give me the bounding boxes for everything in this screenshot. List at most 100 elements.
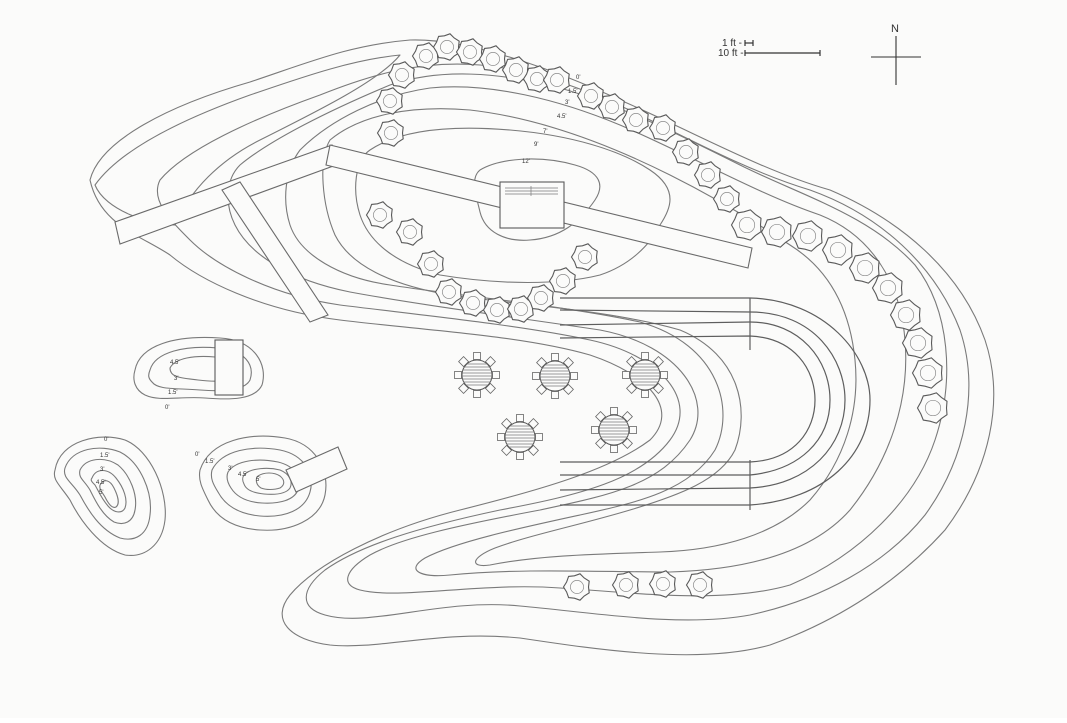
table-top xyxy=(598,414,630,446)
boardwalk-paths xyxy=(114,144,753,323)
round-table-4 xyxy=(497,414,543,460)
tree-40 xyxy=(648,570,676,598)
picnic-tables xyxy=(454,352,668,460)
label-sc-1-5ft: 1.5' xyxy=(205,459,215,465)
tree-26 xyxy=(375,87,403,115)
round-table-3 xyxy=(622,352,668,398)
tree-22-canopy xyxy=(909,334,927,352)
terrace-line-3 xyxy=(560,297,871,506)
north-arrow: N xyxy=(871,23,921,85)
trees xyxy=(365,33,948,601)
label-sw-4-5ft: 4.5' xyxy=(96,480,106,486)
tree-40-canopy xyxy=(656,577,670,591)
tree-22 xyxy=(901,327,933,359)
label-sc-4-5ft: 4.5' xyxy=(238,472,248,478)
tree-10 xyxy=(621,106,649,134)
tree-28 xyxy=(365,201,393,229)
tree-29-canopy xyxy=(403,225,417,239)
label-sw-0ft: 0' xyxy=(104,437,108,443)
tree-9 xyxy=(597,93,625,121)
tree-5-canopy xyxy=(509,63,523,77)
tree-41-canopy xyxy=(693,578,707,592)
tree-18 xyxy=(821,234,853,266)
label-9ft: 9' xyxy=(534,142,538,148)
tree-7 xyxy=(542,66,570,94)
tree-8 xyxy=(576,82,604,110)
label-sc-5ft: 5' xyxy=(256,477,260,483)
label-0ft: 0' xyxy=(576,75,580,81)
tree-1 xyxy=(411,42,439,70)
tree-8-canopy xyxy=(584,89,598,103)
elevation-labels: 0' 1.5' 3' 4.5' 7' 9' 12' 4.5' 3' 1.5' 0… xyxy=(96,75,580,496)
chair xyxy=(535,433,543,441)
tree-26-canopy xyxy=(383,94,397,108)
chair xyxy=(551,353,559,361)
terrace-line-2 xyxy=(559,309,846,491)
chair xyxy=(652,356,664,368)
chair xyxy=(626,356,638,368)
chair xyxy=(641,352,649,360)
tree-36 xyxy=(548,267,576,295)
chair xyxy=(536,357,548,369)
chair xyxy=(570,372,578,380)
boardwalk-south-spur xyxy=(221,181,329,323)
chair xyxy=(621,437,633,449)
contour-9ft xyxy=(355,127,671,284)
chair xyxy=(562,383,574,395)
tree-30-canopy xyxy=(424,257,438,271)
label-sw-3ft: 3' xyxy=(100,467,104,473)
table-top xyxy=(461,359,493,391)
shelter-structure xyxy=(499,181,565,229)
southwest-mound xyxy=(53,436,166,556)
tree-3-canopy xyxy=(463,45,477,59)
tree-17 xyxy=(791,220,823,252)
tree-14-canopy xyxy=(720,192,734,206)
chair xyxy=(660,371,668,379)
label-west-4-5ft: 4.5' xyxy=(170,360,180,366)
tree-21 xyxy=(889,299,921,331)
tree-34-canopy xyxy=(514,302,528,316)
tree-11-canopy xyxy=(656,121,670,135)
tree-39 xyxy=(611,571,639,599)
tree-39-canopy xyxy=(619,578,633,592)
chair xyxy=(595,437,607,449)
tree-38-canopy xyxy=(570,580,584,594)
scale-10ft-label: 10 ft - xyxy=(718,48,744,59)
tree-17-canopy xyxy=(799,227,817,245)
label-sc-0ft: 0' xyxy=(195,452,199,458)
contour-nw-lobe xyxy=(94,54,401,226)
tree-37 xyxy=(570,243,598,271)
tree-32-canopy xyxy=(466,296,480,310)
tree-15 xyxy=(730,209,762,241)
chair xyxy=(497,433,505,441)
tree-18-canopy xyxy=(829,241,847,259)
round-table-1 xyxy=(454,352,500,398)
tree-34 xyxy=(506,295,534,323)
tree-33 xyxy=(482,296,510,324)
tree-30 xyxy=(416,250,444,278)
chair xyxy=(610,407,618,415)
tree-36-canopy xyxy=(556,274,570,288)
tree-5 xyxy=(501,56,529,84)
tree-14 xyxy=(712,185,740,213)
tree-25 xyxy=(387,61,415,89)
tree-13 xyxy=(693,161,721,189)
tree-2-canopy xyxy=(440,40,454,54)
label-7ft: 7' xyxy=(543,129,547,135)
tree-24-canopy xyxy=(924,399,942,417)
label-west-1-5ft: 1.5' xyxy=(168,390,178,396)
scale-bar: 1 ft - 10 ft - xyxy=(718,38,821,59)
round-table-2 xyxy=(532,353,578,399)
scale-1ft-label: 1 ft - xyxy=(722,38,742,49)
tree-15-canopy xyxy=(738,216,756,234)
label-sw-5ft: 5' xyxy=(99,490,103,496)
tree-2 xyxy=(432,33,460,61)
tree-27-canopy xyxy=(384,126,398,140)
tree-9-canopy xyxy=(605,100,619,114)
label-west-0ft: 0' xyxy=(165,405,169,411)
chair xyxy=(652,382,664,394)
tree-38 xyxy=(562,573,590,601)
label-sc-3ft: 3' xyxy=(228,466,232,472)
terrace-line-4 xyxy=(559,335,816,463)
